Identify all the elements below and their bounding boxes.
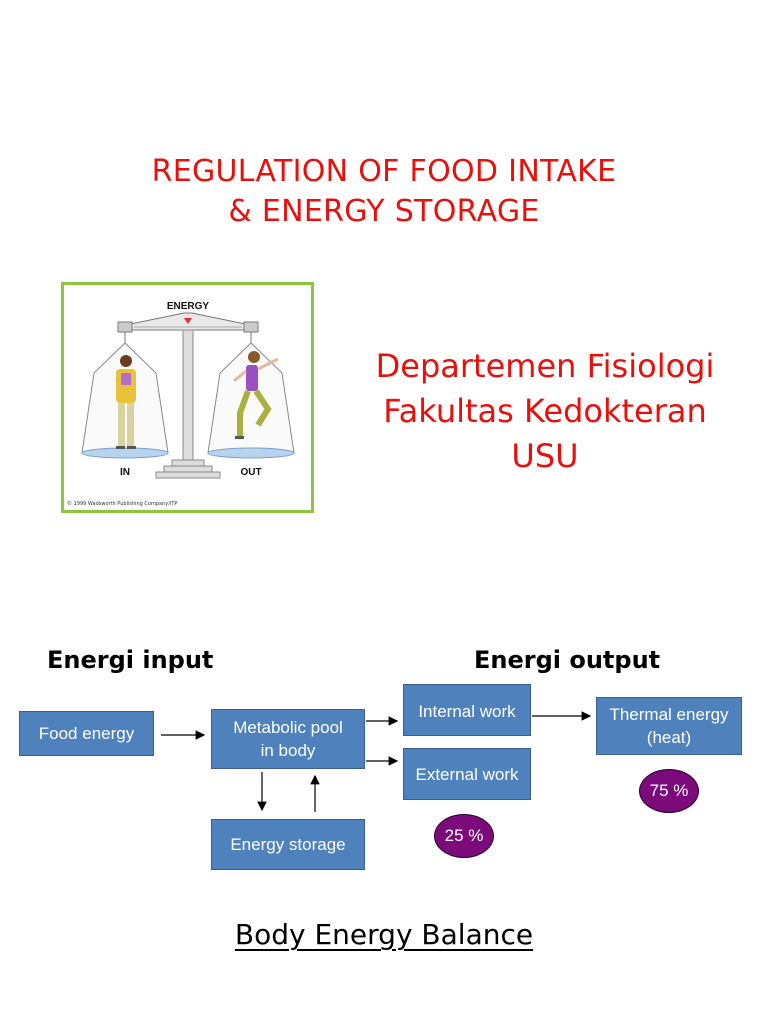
energy-storage-box: Energy storage	[211, 819, 365, 870]
exercising-figure-icon	[233, 351, 279, 439]
scale-pointer	[184, 318, 192, 324]
thermal-energy-line-1: Thermal energy	[609, 705, 729, 724]
department-line-1: Departemen Fisiologi	[375, 347, 715, 385]
energi-input-label: Energi input	[47, 646, 214, 674]
caption-text: Body Energy Balance	[234, 918, 534, 951]
thermal-percent-badge: 75 %	[639, 769, 699, 813]
internal-work-text: Internal work	[418, 702, 516, 721]
thermal-energy-line-2: (heat)	[646, 728, 692, 747]
slide-title: REGULATION OF FOOD INTAKE & ENERGY STORA…	[0, 152, 768, 232]
internal-work-box: Internal work	[403, 684, 531, 736]
in-label: IN	[120, 467, 130, 478]
energy-storage-text: Energy storage	[230, 835, 346, 854]
food-energy-box: Food energy	[19, 711, 154, 756]
external-work-text: External work	[415, 764, 519, 784]
balance-scale-drawing: ENERGY IN OUT	[81, 301, 295, 479]
department-block: Departemen Fisiologi Fakultas Kedokteran…	[340, 344, 750, 479]
copyright-text: © 1999 Wadsworth Publishing Company/ITP	[67, 501, 178, 507]
department-line-3: USU	[511, 437, 579, 475]
body-energy-balance-caption: Body Energy Balance	[0, 918, 768, 951]
external-percent-badge: 25 %	[434, 814, 494, 858]
energy-scale-illustration: ENERGY IN OUT © 1999 Wadsworth Publishin…	[61, 282, 314, 513]
out-label: OUT	[240, 467, 261, 478]
eating-figure-icon	[116, 355, 136, 449]
department-line-2: Fakultas Kedokteran	[383, 392, 707, 430]
energy-label: ENERGY	[167, 301, 210, 312]
metabolic-pool-box: Metabolic pool in body	[211, 709, 365, 769]
thermal-energy-box: Thermal energy (heat)	[596, 697, 742, 755]
metabolic-pool-line-2: in body	[260, 741, 316, 760]
title-line-2: & ENERGY STORAGE	[228, 194, 540, 229]
title-line-1: REGULATION OF FOOD INTAKE	[151, 154, 617, 189]
energi-output-label: Energi output	[474, 646, 661, 674]
metabolic-pool-line-1: Metabolic pool	[233, 718, 343, 737]
external-work-box: External work	[403, 748, 531, 800]
food-energy-text: Food energy	[38, 724, 135, 743]
